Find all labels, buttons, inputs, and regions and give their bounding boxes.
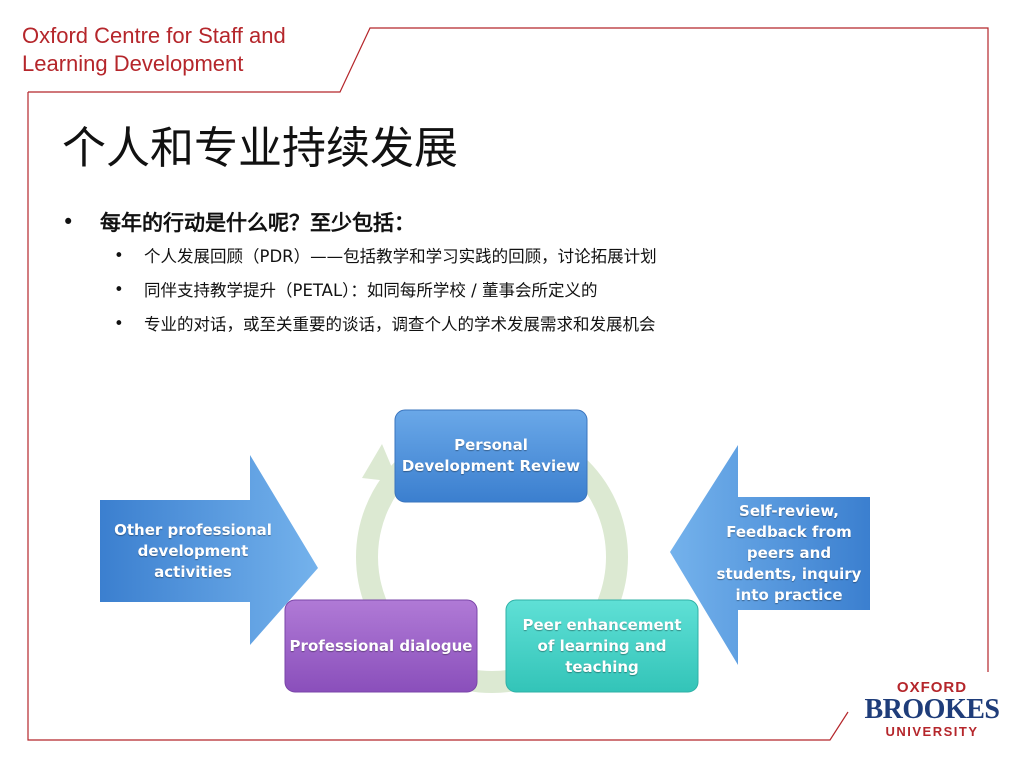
box-peer-enhancement-label: Peer enhancement of learning and teachin… — [506, 600, 698, 692]
org-name-line1: Oxford Centre for Staff and — [22, 23, 286, 48]
box-peer-enhancement — [505, 599, 699, 693]
label-line: development — [137, 541, 249, 560]
label-line: Peer enhancement — [522, 615, 682, 634]
right-arrow-shape — [670, 445, 870, 665]
bullet-item: • 同伴支持教学提升（PETAL）：如同每所学校 / 董事会所定义的 — [114, 272, 962, 306]
label-line: teaching — [565, 657, 639, 676]
bullet-item-text: 同伴支持教学提升（PETAL）：如同每所学校 / 董事会所定义的 — [144, 281, 598, 300]
logo-line2: BROOKES — [864, 694, 1000, 725]
label-line: Other professional — [114, 520, 272, 539]
right-arrow-label: Self-review, Feedback from peers and stu… — [708, 497, 870, 610]
label-line: Self-review, — [739, 502, 839, 520]
box-professional-dialogue — [284, 599, 478, 693]
label-line: Development Review — [401, 457, 581, 475]
org-name-line2: Learning Development — [22, 51, 244, 76]
logo-line1: OXFORD — [896, 679, 968, 696]
label-line: of learning and — [537, 636, 667, 655]
bullet-item-text: 专业的对话，或至关重要的谈话，调查个人的学术发展需求和发展机会 — [144, 315, 656, 334]
left-arrow-shape — [100, 455, 318, 645]
org-name: Oxford Centre for Staff and Learning Dev… — [22, 22, 286, 78]
label-line: Professional dialogue — [289, 636, 473, 655]
logo-line3: UNIVERSITY — [885, 724, 979, 739]
bullet-dot: • — [62, 210, 75, 234]
label-line: Personal — [454, 436, 528, 454]
cycle-arrowhead — [362, 444, 398, 482]
left-arrow-label: Other professional development activitie… — [100, 500, 286, 602]
label-line: into practice — [735, 586, 843, 604]
bullet-dot: • — [114, 279, 124, 299]
bullet-level1-text: 每年的行动是什么呢？至少包括： — [100, 211, 415, 235]
bullet-dot: • — [114, 313, 124, 333]
box-professional-dialogue-label: Professional dialogue — [285, 600, 477, 692]
box-personal-development-review-label: Personal Development Review — [395, 410, 587, 502]
bullet-item: • 个人发展回顾（PDR）——包括教学和学习实践的回顾，讨论拓展计划 — [114, 238, 962, 272]
label-line: Feedback from — [726, 523, 852, 541]
box-personal-development-review — [394, 409, 588, 503]
bullet-list: • 每年的行动是什么呢？至少包括： • 个人发展回顾（PDR）——包括教学和学习… — [62, 206, 962, 340]
bullet-item: • 专业的对话，或至关重要的谈话，调查个人的学术发展需求和发展机会 — [114, 306, 962, 340]
bullet-dot: • — [114, 245, 124, 265]
oxford-brookes-logo: OXFORD BROOKES UNIVERSITY — [864, 679, 1000, 740]
slide-title: 个人和专业持续发展 — [62, 123, 458, 174]
label-line: students, inquiry — [716, 565, 862, 583]
bullet-level1: • 每年的行动是什么呢？至少包括： — [62, 206, 962, 238]
bullet-item-text: 个人发展回顾（PDR）——包括教学和学习实践的回顾，讨论拓展计划 — [144, 247, 657, 266]
label-line: activities — [154, 562, 232, 581]
label-line: peers and — [746, 544, 832, 562]
